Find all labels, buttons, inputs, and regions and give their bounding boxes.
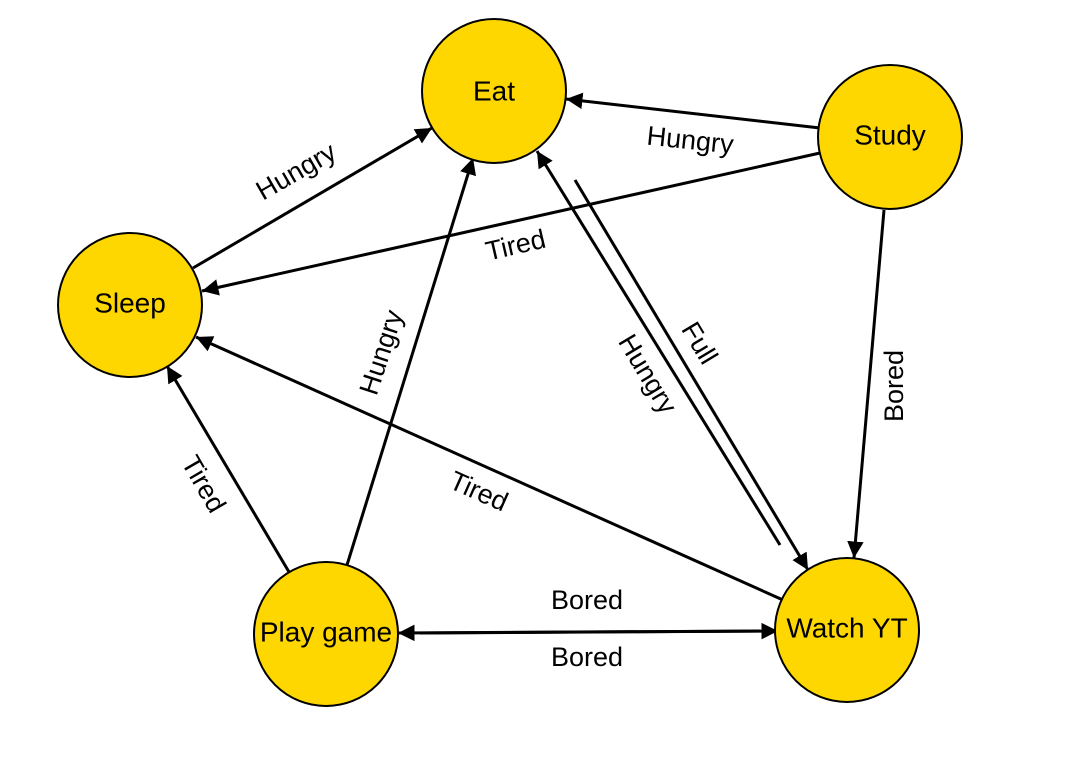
edge-label-sleep-eat: Hungry bbox=[251, 136, 342, 206]
node-eat: Eat bbox=[421, 18, 567, 164]
edge-watch-to-play bbox=[397, 624, 761, 642]
node-play-circle bbox=[253, 561, 399, 707]
edge-study-to-watch bbox=[847, 209, 886, 559]
node-study: Study bbox=[817, 64, 963, 210]
node-sleep-circle bbox=[57, 232, 203, 378]
edge-play-to-eat bbox=[345, 157, 477, 566]
edge-label-watch-play: Bored bbox=[551, 642, 623, 672]
edge-label-play-watch: Bored bbox=[551, 585, 623, 615]
node-study-label: Study bbox=[854, 120, 926, 151]
edge-study-to-eat bbox=[565, 92, 821, 130]
edge-watch-to-eat bbox=[535, 150, 782, 546]
edge-sleep-to-eat bbox=[192, 126, 433, 270]
edge-label-study-eat: Hungry bbox=[645, 121, 735, 160]
node-watch-circle bbox=[774, 557, 920, 703]
node-watch-label: Watch YT bbox=[786, 613, 907, 644]
edge-eat-to-watch bbox=[573, 179, 810, 571]
node-play-label: Play game bbox=[260, 617, 392, 648]
edges bbox=[165, 92, 886, 642]
edge-watch-to-sleep bbox=[195, 335, 784, 602]
edge-label-study-sleep: Tired bbox=[483, 224, 549, 267]
node-eat-label: Eat bbox=[473, 76, 515, 107]
node-watch: Watch YT bbox=[774, 557, 920, 703]
node-sleep-label: Sleep bbox=[94, 288, 166, 319]
node-play: Play game bbox=[253, 561, 399, 707]
edge-label-study-watch: Bored bbox=[879, 350, 909, 422]
edge-label-play-eat: Hungry bbox=[354, 306, 410, 399]
node-eat-circle bbox=[421, 18, 567, 164]
node-sleep: Sleep bbox=[57, 232, 203, 378]
edge-play-to-sleep bbox=[165, 365, 291, 573]
edge-study-to-sleep bbox=[201, 151, 821, 296]
node-study-circle bbox=[817, 64, 963, 210]
